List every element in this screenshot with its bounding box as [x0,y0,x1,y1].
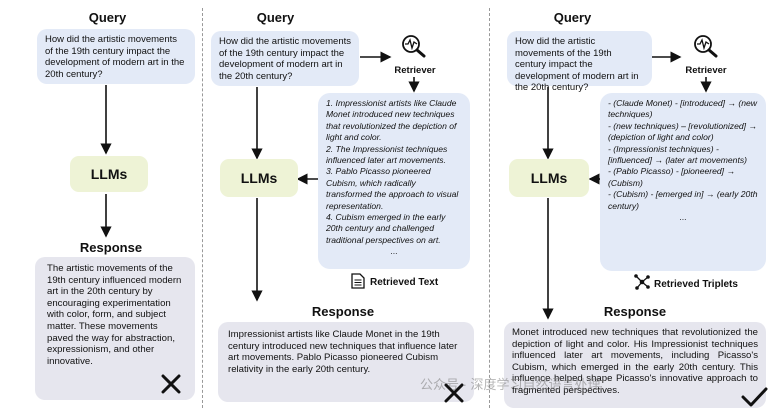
graph-icon [634,274,650,290]
retriever-label: Retriever [685,65,727,76]
retrieved-triplets-box: - (Claude Monet) - [introduced] → (new t… [600,93,766,271]
retrieved-triplet: - (new techniques) – [revolutionized] → … [608,120,758,143]
retrieved-triplet: - (Impressionist techniques) - [influenc… [608,143,747,166]
retrieved-item: 2. The Impressionist techniques influenc… [326,143,448,166]
retrieved-triplets-label: Retrieved Triplets [654,279,738,290]
retrieved-item: 4. Cubism emerged in the early 20th cent… [326,212,446,245]
query-box: How did the artistic movements of the 19… [211,31,359,86]
retriever-label: Retriever [394,65,436,76]
cross-icon [444,383,464,403]
retrieved-item: 3. Pablo Picasso pioneered Cubism, which… [326,166,459,211]
cross-icon [161,374,181,394]
llm-box: LLMs [220,159,298,197]
response-box: The artistic movements of the 19th centu… [35,257,195,400]
retrieved-triplet: - (Pablo Picasso) - [pioneered] → (Cubis… [608,166,736,188]
search-pulse-icon [402,35,426,58]
retrieved-triplet: ... [679,212,687,223]
response-heading: Response [603,304,667,319]
panel-divider [489,8,490,408]
query-heading: Query [88,10,127,25]
response-text: Impressionist artists like Claude Monet … [228,329,458,375]
query-heading: Query [256,10,295,25]
response-box: Monet introduced new techniques that rev… [504,322,766,408]
check-icon [741,387,768,407]
retrieved-item: ... [390,246,398,257]
panel-divider [202,8,203,408]
query-heading: Query [553,10,592,25]
retrieved-item: 1. Impressionist artists like Claude Mon… [326,98,457,143]
response-heading: Response [79,240,143,255]
watermark: 公众号 · 深度学习自然语言处理 [420,377,601,392]
query-box: How did the artistic movements of the 19… [37,29,195,84]
llm-box: LLMs [70,156,148,192]
retrieved-text-box: 1. Impressionist artists like Claude Mon… [318,93,470,269]
response-box: Impressionist artists like Claude Monet … [218,322,474,402]
response-heading: Response [311,304,375,319]
document-icon [351,273,365,289]
response-text: Monet introduced new techniques that rev… [512,327,758,396]
query-box: How did the artistic movements of the 19… [507,31,652,93]
retrieved-triplet: - (Claude Monet) - [introduced] → (new t… [608,98,758,120]
search-pulse-icon [694,35,718,58]
retrieved-triplet: - (Cubism) - [emerged in] → (early 20th … [608,189,758,211]
llm-box: LLMs [509,159,589,197]
retrieved-text-label: Retrieved Text [370,277,439,288]
response-text: The artistic movements of the 19th centu… [47,263,182,367]
